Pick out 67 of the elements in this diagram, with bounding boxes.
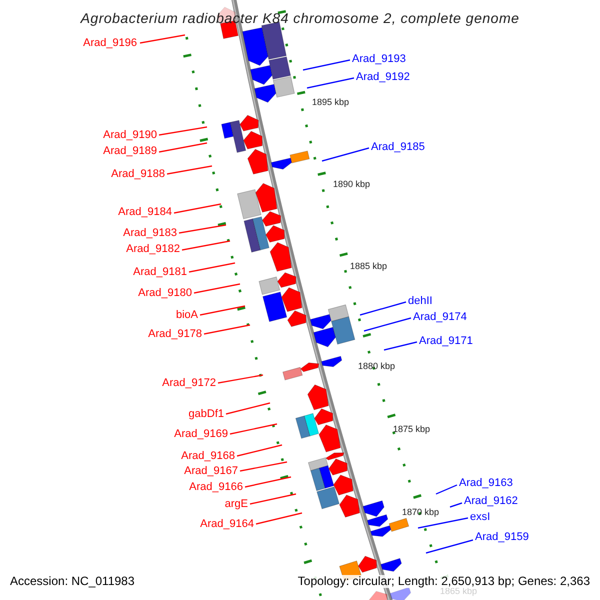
accession-text: Accession: NC_011983 — [10, 575, 135, 588]
gene-label: Arad_9163 — [459, 477, 513, 490]
gene-label: Arad_9171 — [419, 335, 473, 348]
leader-line — [450, 502, 462, 508]
genome-info-text: Topology: circular; Length: 2,650,913 bp; Genes: 2,363 — [298, 575, 590, 588]
gene-label: Arad_9166 — [189, 481, 243, 494]
gene-label: Arad_9162 — [464, 495, 518, 508]
gene-label: gabDf1 — [188, 408, 224, 421]
leader-line — [244, 476, 292, 488]
scale-label: 1875 kbp — [393, 423, 430, 436]
gene-label: Arad_9181 — [133, 266, 187, 279]
gene-label: Arad_9174 — [413, 311, 467, 324]
leader-line — [384, 341, 418, 351]
leader-line — [256, 512, 302, 525]
gene-label: argE — [224, 498, 248, 511]
leader-line — [302, 59, 350, 71]
gene-label: Arad_9188 — [111, 168, 165, 181]
gene-label: Arad_9180 — [138, 287, 192, 300]
scale-label: 1885 kbp — [350, 260, 388, 273]
leader-line — [236, 444, 282, 457]
gene-label: exsI — [470, 511, 490, 524]
leader-line — [204, 324, 250, 335]
leader-line — [240, 461, 288, 472]
leader-line — [158, 142, 208, 153]
gene-label: Arad_9193 — [352, 53, 406, 66]
gene-label: Arad_9167 — [184, 465, 238, 478]
scale-label: 1880 kbp — [358, 360, 396, 373]
leader-line — [426, 539, 474, 554]
leader-line — [226, 402, 270, 415]
leader-line — [174, 203, 222, 214]
gene-label: Arad_9164 — [200, 518, 254, 531]
gene-label: Arad_9178 — [148, 328, 202, 341]
leader-line — [306, 77, 354, 89]
leader-line — [188, 262, 236, 273]
leader-line — [178, 224, 226, 234]
gene-label: Arad_9189 — [103, 145, 157, 158]
gene-label: bioA — [176, 309, 198, 322]
scale-label: 1870 kbp — [402, 506, 440, 519]
leader-line — [194, 283, 240, 294]
leader-line — [418, 517, 468, 529]
gene-label: Arad_9183 — [123, 227, 177, 240]
leader-line — [360, 301, 406, 316]
gene-label: Arad_9168 — [181, 450, 235, 463]
scale-label: 1890 kbp — [333, 178, 370, 191]
gene-label: Arad_9190 — [103, 129, 157, 142]
leader-line — [322, 147, 370, 162]
leader-line — [200, 305, 246, 316]
leader-line — [364, 317, 412, 332]
gene-label: Arad_9172 — [162, 377, 216, 390]
gene-label: Arad_9182 — [126, 243, 180, 256]
leader-line — [166, 165, 212, 175]
leader-line — [182, 240, 230, 251]
gene-label: Arad_9192 — [356, 71, 410, 84]
scale-label: 1895 kbp — [312, 96, 350, 109]
leader-line — [436, 484, 458, 495]
leader-line — [218, 374, 264, 384]
leader-line — [158, 126, 208, 136]
gene-label: Arad_9184 — [118, 206, 172, 219]
gene-label: Arad_9196 — [83, 37, 137, 50]
gene-label: Arad_9185 — [371, 141, 425, 154]
leader-line — [230, 423, 278, 435]
gene-label: Arad_9159 — [475, 531, 529, 544]
gene-label: Arad_9169 — [174, 428, 228, 441]
leader-line — [140, 34, 186, 44]
title: Agrobacterium radiobacter K84 chromosome 2, complete genome — [79, 9, 520, 27]
leader-line — [250, 493, 296, 505]
gene-label: dehII — [408, 295, 432, 308]
